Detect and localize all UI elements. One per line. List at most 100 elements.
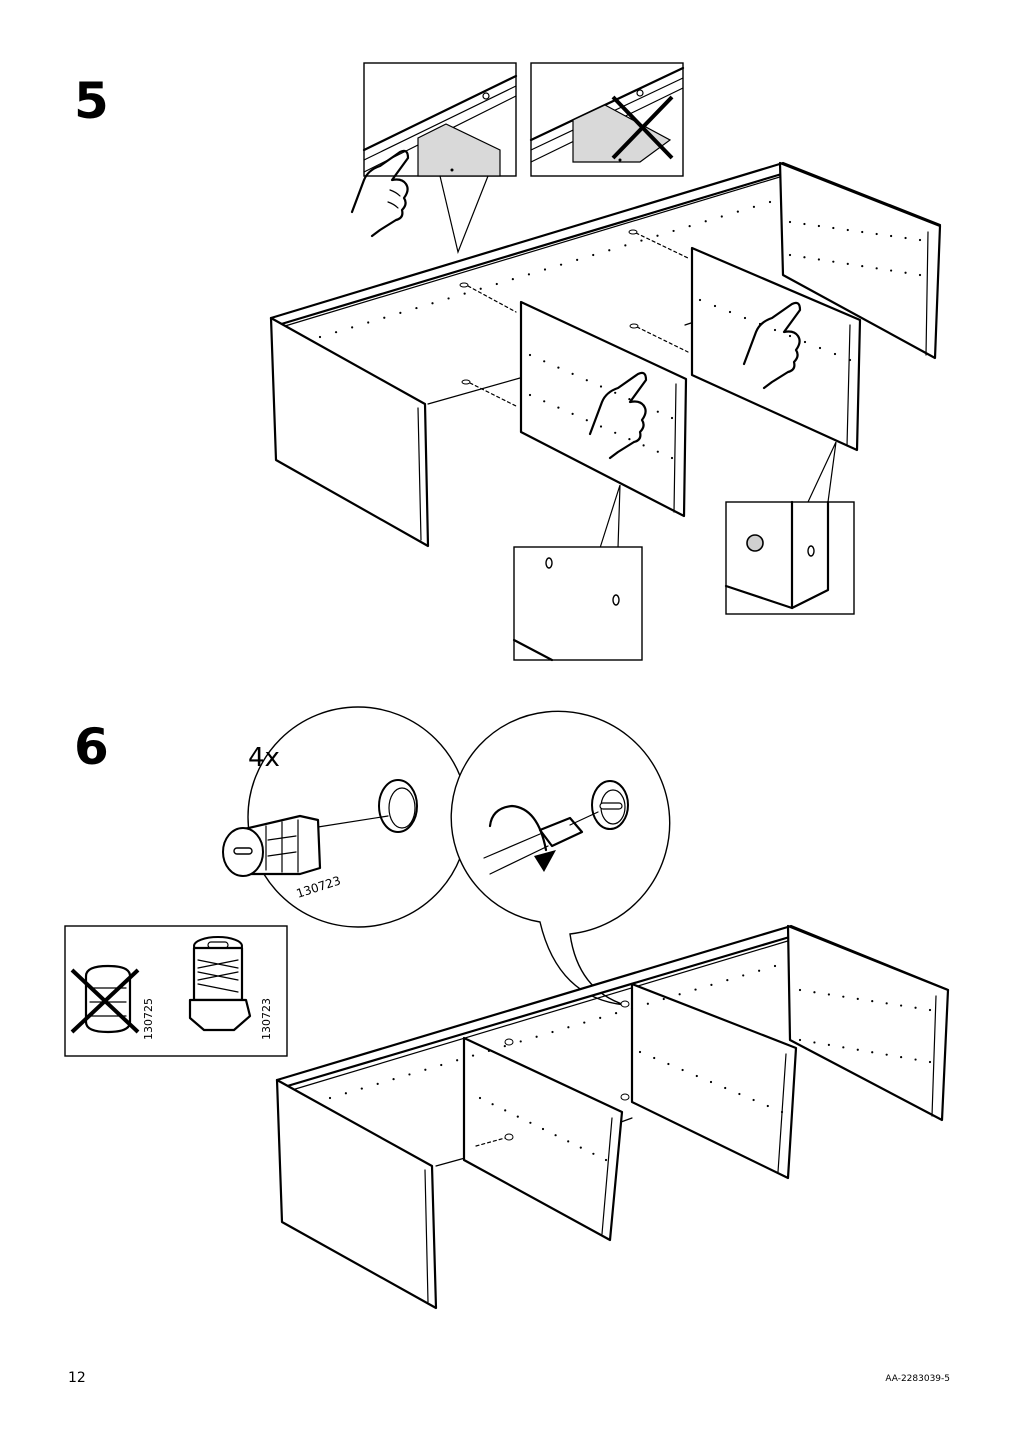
hole-dot <box>928 1008 932 1012</box>
hole-dot <box>710 983 713 986</box>
hole-dot <box>773 328 777 332</box>
hole-dot <box>832 260 835 263</box>
hole-dot <box>914 1006 917 1009</box>
hole-dot <box>504 1109 507 1112</box>
hole-dot <box>890 269 893 272</box>
hole-dot <box>628 398 631 401</box>
hole-dot <box>571 412 574 415</box>
hole-dot <box>736 210 739 213</box>
hole-dot <box>672 229 675 233</box>
step-number-6: 6 <box>74 718 109 776</box>
hole-dot <box>846 228 849 232</box>
screwdriver-icon <box>483 811 599 875</box>
hole-dot <box>885 1002 888 1005</box>
hole-dot <box>463 292 466 295</box>
hole-dot <box>890 234 893 238</box>
hole-dot <box>670 416 674 420</box>
hole-dot <box>817 224 820 228</box>
fitting-reference-box: 130725 130723 <box>64 925 288 1057</box>
hole-dot <box>344 1092 347 1095</box>
hole-dot <box>842 1046 845 1049</box>
hole-dot <box>604 1158 608 1162</box>
hole-dot <box>726 979 729 982</box>
hole-dot <box>495 282 498 286</box>
hole-dot <box>614 391 617 394</box>
hole-dot <box>653 1056 656 1060</box>
hole-dot <box>535 1035 538 1038</box>
hole-dot <box>698 298 702 302</box>
hole-dot <box>875 232 878 236</box>
hole-dot <box>554 1134 557 1137</box>
rotation-arrow-icon <box>488 804 556 872</box>
correct-part-number: 130723 <box>260 998 273 1040</box>
hole-dot <box>758 969 761 972</box>
hole-dot <box>803 340 807 344</box>
hole-dot <box>827 993 830 996</box>
hole-dot <box>351 326 354 329</box>
hole-dot <box>528 393 532 397</box>
hole-dot <box>918 273 922 277</box>
hole-dot <box>713 304 717 308</box>
hole-dot <box>667 1062 670 1066</box>
hole-dot <box>576 258 579 261</box>
hole-dot <box>585 419 588 422</box>
hole-dot <box>798 988 802 992</box>
hole-dot <box>318 335 322 339</box>
hole-dot <box>592 1152 595 1155</box>
hole-dot <box>511 278 514 281</box>
step5-detail-press <box>362 62 518 177</box>
hole-dot <box>516 1115 519 1118</box>
step5-detail-cam-hole <box>724 441 855 615</box>
page-number: 12 <box>68 1370 86 1386</box>
panel-hole-dots <box>318 200 932 1162</box>
hole-dot <box>758 322 762 326</box>
hole-dot <box>752 205 756 208</box>
hole-dot <box>817 258 820 261</box>
hole-dot <box>678 993 681 996</box>
hole-dot <box>599 1016 602 1019</box>
hole-dot <box>543 268 547 271</box>
hole-dot <box>328 1096 332 1100</box>
hole-dot <box>695 1074 698 1078</box>
hole-dot <box>861 265 864 268</box>
step6-zoom-rotate <box>450 710 671 1006</box>
hole-dot <box>599 425 603 428</box>
hole-dot <box>833 352 837 356</box>
hole-dot <box>557 366 560 369</box>
hole-dot <box>557 406 560 409</box>
hole-dot <box>640 239 643 242</box>
hole-dot <box>856 997 859 1000</box>
hole-dot <box>670 456 674 460</box>
hole-dot <box>579 1146 582 1149</box>
hole-dot <box>528 353 532 357</box>
step5-detail-wrong <box>529 62 685 177</box>
hole-dot <box>376 1082 379 1085</box>
hole-dot <box>656 450 659 453</box>
hole-dot <box>415 306 418 310</box>
hole-dot <box>788 220 792 224</box>
hole-dot <box>768 200 772 204</box>
hole-dot <box>529 1121 532 1124</box>
hole-dot <box>614 431 617 434</box>
hole-dot <box>871 1051 874 1054</box>
hole-dot <box>630 1007 634 1010</box>
hole-dot <box>599 385 603 388</box>
hole-dot <box>842 995 845 998</box>
hole-dot <box>813 1041 816 1044</box>
hole-dot <box>904 236 907 240</box>
hole-dot <box>638 1050 642 1054</box>
hole-dot <box>646 1002 649 1005</box>
step5-pins <box>459 229 689 407</box>
hole-dot <box>688 225 691 228</box>
cam-lock-fitting-icon <box>222 814 322 877</box>
hole-dot <box>846 262 849 265</box>
hole-dot <box>724 1086 727 1090</box>
hole-dot <box>780 1110 784 1114</box>
hole-dot <box>440 1063 443 1067</box>
cross-mark-icon <box>611 95 674 160</box>
hole-dot <box>519 1040 522 1043</box>
hole-dot <box>392 1078 395 1081</box>
hole-dot <box>360 1087 363 1090</box>
